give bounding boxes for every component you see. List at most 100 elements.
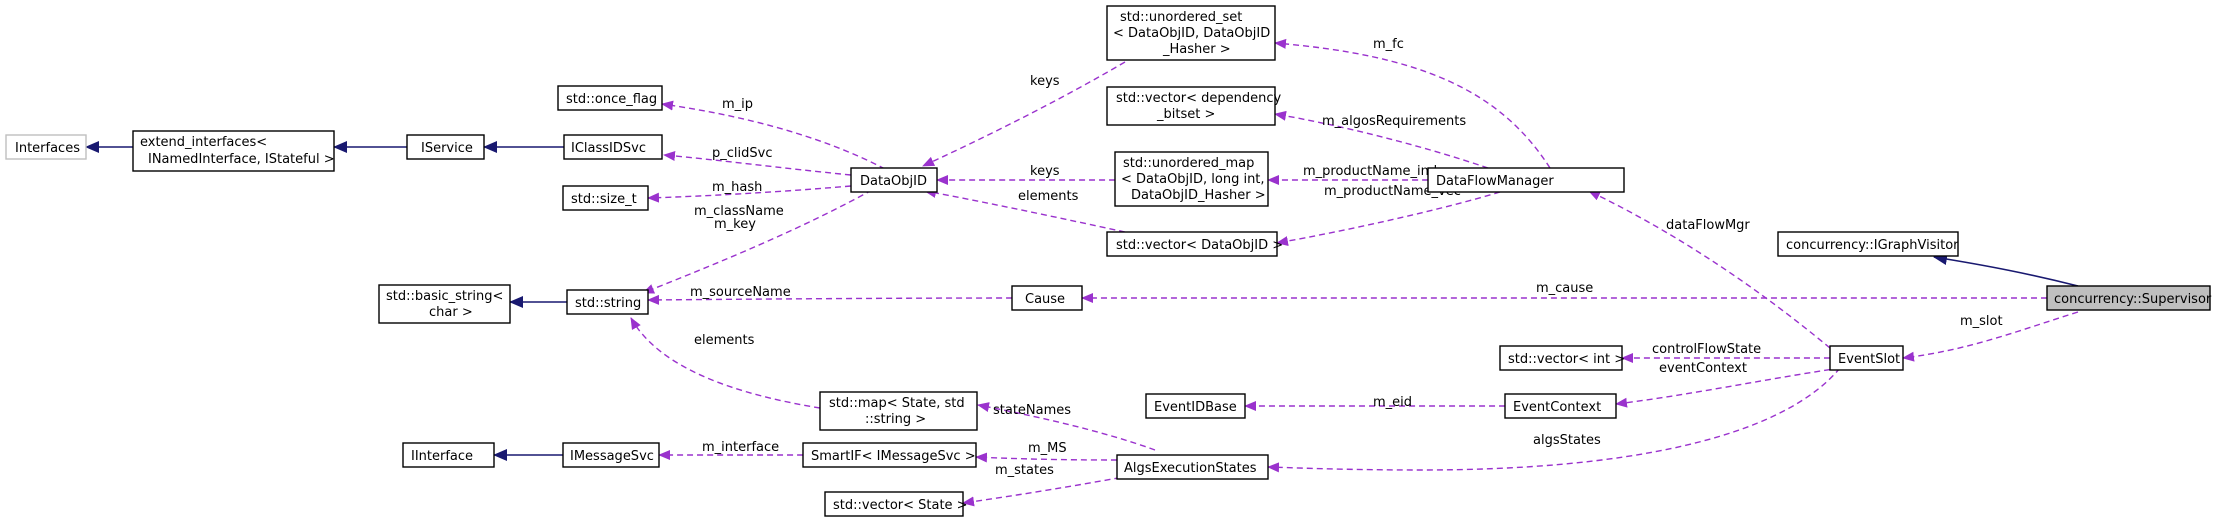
- node-unordered-map-label-2: < DataObjID, long int,: [1121, 172, 1265, 187]
- label-m-hash: m_hash: [712, 180, 762, 195]
- label-p-clidsvc: p_clidSvc: [712, 146, 772, 161]
- node-eventcontext[interactable]: EventContext: [1504, 393, 1617, 419]
- node-dataflowmanager-label: DataFlowManager: [1436, 174, 1554, 189]
- label-m-key: m_key: [714, 217, 756, 232]
- node-vector-state[interactable]: std::vector< State >: [824, 491, 968, 517]
- node-vector-dataobjid[interactable]: std::vector< DataObjID >: [1106, 231, 1283, 257]
- node-eventslot-label: EventSlot: [1838, 352, 1900, 367]
- node-iservice[interactable]: IService: [406, 134, 485, 160]
- node-algsexecutionstates-label: AlgsExecutionStates: [1124, 461, 1257, 476]
- label-dataflowmgr: dataFlowMgr: [1666, 218, 1750, 233]
- edge-algsexecutionstates-statenames: [977, 402, 1156, 451]
- node-vector-dep-bitset-label-2: _bitset >: [1156, 107, 1215, 122]
- edge-dataobjid-m-hash: [647, 185, 852, 203]
- edge-dataflowmanager-m-productname-vec: [1276, 191, 1501, 246]
- node-unordered-set[interactable]: std::unordered_set < DataObjID, DataObjI…: [1106, 5, 1276, 61]
- edge-map-state-elements: [630, 317, 821, 409]
- node-vector-state-label: std::vector< State >: [833, 498, 968, 513]
- node-map-state-label-1: std::map< State, std: [829, 396, 965, 411]
- label-m-slot: m_slot: [1960, 314, 2003, 329]
- node-map-state[interactable]: std::map< State, std ::string >: [819, 391, 978, 431]
- node-dataobjid[interactable]: DataObjID: [850, 167, 938, 193]
- node-vector-dep-bitset[interactable]: std::vector< dependency _bitset >: [1106, 86, 1282, 126]
- edge-eventslot-dataflowmgr: [1588, 190, 1831, 349]
- label-m-productname-vec: m_productName_vec: [1324, 184, 1461, 199]
- node-cause-label: Cause: [1025, 292, 1065, 307]
- node-eventcontext-label: EventContext: [1513, 400, 1601, 415]
- node-once-flag[interactable]: std::once_flag: [557, 85, 663, 111]
- node-vector-dataobjid-label: std::vector< DataObjID >: [1116, 238, 1283, 253]
- edge-string-m-classname-key: [642, 189, 873, 294]
- node-extend-interfaces-label-1: extend_interfaces<: [140, 135, 267, 150]
- label-m-ip: m_ip: [722, 97, 753, 112]
- edge-algsexecutionstates-m-ms: [975, 452, 1118, 463]
- edge-dataflowmanager-m-algosrequirements: [1274, 110, 1489, 169]
- node-dataflowmanager[interactable]: DataFlowManager: [1427, 167, 1625, 193]
- node-unordered-set-label-3: _Hasher >: [1162, 42, 1231, 57]
- label-m-cause: m_cause: [1536, 281, 1593, 296]
- edge-dataobjid-p-clidsvc: [663, 150, 852, 176]
- node-cause[interactable]: Cause: [1011, 285, 1083, 311]
- edge-vector-dataobjid-elements: [924, 188, 1126, 233]
- label-m-sourcename: m_sourceName: [690, 285, 791, 300]
- label-keys-set: keys: [1030, 74, 1060, 89]
- node-vector-int-label: std::vector< int >: [1508, 352, 1625, 367]
- edge-algsexecutionstates-m-states: [962, 473, 1141, 507]
- node-supervisor-label: concurrency::Supervisor: [2054, 292, 2212, 307]
- label-algsstates: algsStates: [1533, 433, 1601, 448]
- label-keys-map: keys: [1030, 164, 1060, 179]
- edge-supervisor-m-slot: [1902, 311, 2079, 362]
- node-iinterface[interactable]: IInterface: [402, 442, 495, 468]
- label-m-algosrequirements: m_algosRequirements: [1322, 114, 1466, 129]
- label-m-interface: m_interface: [702, 440, 779, 455]
- node-unordered-set-label-1: std::unordered_set: [1120, 10, 1242, 25]
- node-vector-dep-bitset-label-1: std::vector< dependency: [1116, 91, 1282, 106]
- node-algsexecutionstates[interactable]: AlgsExecutionStates: [1116, 454, 1269, 480]
- node-imessagesvc-label: IMessageSvc: [570, 449, 654, 464]
- node-size-t[interactable]: std::size_t: [562, 185, 649, 211]
- node-iservice-label: IService: [421, 141, 473, 156]
- node-supervisor[interactable]: concurrency::Supervisor: [2046, 285, 2212, 311]
- node-basic-string-label-1: std::basic_string<: [386, 289, 503, 304]
- label-eventcontext: eventContext: [1659, 361, 1747, 376]
- label-m-ms: m_MS: [1028, 441, 1067, 456]
- node-map-state-label-2: ::string >: [865, 412, 926, 427]
- edge-eventslot-algsstates: [1267, 367, 1841, 473]
- edge-labels: m_ip p_clidSvc m_hash m_className m_key …: [690, 37, 2003, 478]
- node-interfaces-label: Interfaces: [15, 141, 80, 156]
- label-elements-map: elements: [694, 333, 755, 348]
- node-igraphvisitor[interactable]: concurrency::IGraphVisitor: [1777, 231, 1959, 257]
- label-controlflowstate: controlFlowState: [1652, 342, 1761, 357]
- node-std-string[interactable]: std::string: [566, 289, 649, 315]
- node-interfaces[interactable]: Interfaces: [5, 134, 87, 160]
- edge-dataobjid-m-ip: [661, 100, 886, 170]
- node-eventslot[interactable]: EventSlot: [1829, 345, 1904, 371]
- node-basic-string-label-2: char >: [429, 305, 473, 320]
- node-basic-string[interactable]: std::basic_string< char >: [378, 284, 511, 324]
- node-smartif[interactable]: SmartIF< IMessageSvc >: [802, 442, 977, 468]
- edge-unordered-set-keys: [922, 61, 1126, 167]
- node-extend-interfaces-label-2: INamedInterface, IStateful >: [148, 152, 335, 167]
- label-statenames: stateNames: [993, 403, 1071, 418]
- node-smartif-label: SmartIF< IMessageSvc >: [811, 449, 976, 464]
- node-std-string-label: std::string: [575, 296, 641, 311]
- node-unordered-map[interactable]: std::unordered_map < DataObjID, long int…: [1114, 151, 1269, 207]
- node-unordered-set-label-2: < DataObjID, DataObjID: [1113, 26, 1270, 41]
- node-iclassidsvc[interactable]: IClassIDSvc: [563, 134, 663, 160]
- node-extend-interfaces[interactable]: extend_interfaces< INamedInterface, ISta…: [132, 130, 335, 172]
- node-imessagesvc[interactable]: IMessageSvc: [562, 442, 660, 468]
- node-once-flag-label: std::once_flag: [566, 92, 657, 107]
- node-unordered-map-label-3: DataObjID_Hasher >: [1131, 188, 1266, 203]
- nodes: Interfaces extend_interfaces< INamedInte…: [5, 5, 2212, 517]
- label-m-fc: m_fc: [1373, 37, 1404, 52]
- node-iclassidsvc-label: IClassIDSvc: [571, 141, 646, 156]
- node-unordered-map-label-1: std::unordered_map: [1123, 156, 1254, 171]
- label-m-eid: m_eid: [1373, 395, 1412, 410]
- node-eventidbase-label: EventIDBase: [1154, 400, 1237, 415]
- edge-eventslot-eventcontext: [1615, 367, 1841, 408]
- node-eventidbase[interactable]: EventIDBase: [1145, 393, 1246, 419]
- node-vector-int[interactable]: std::vector< int >: [1499, 345, 1625, 371]
- node-size-t-label: std::size_t: [571, 192, 637, 207]
- edge-cause-m-sourcename: [647, 294, 1013, 305]
